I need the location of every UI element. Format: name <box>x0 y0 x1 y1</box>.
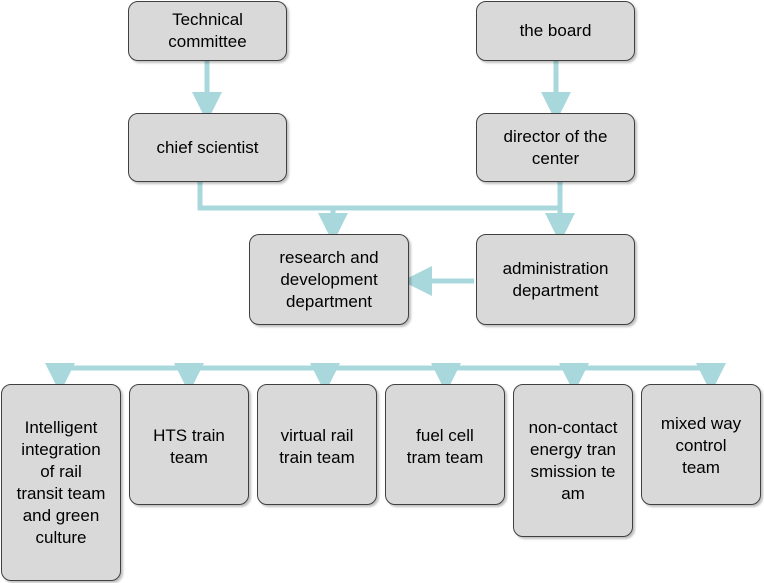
rd-department-box: research and development department <box>249 234 409 325</box>
team-box-mixed-way: mixed way control team <box>641 384 761 505</box>
rd-department-label: research and development department <box>279 247 379 311</box>
director-label: director of the center <box>503 126 608 168</box>
admin-department-box: administration department <box>476 234 635 325</box>
team-label: Intelligent integration of rail transit … <box>16 417 106 547</box>
director-box: director of the center <box>476 113 635 182</box>
admin-department-label: administration department <box>502 258 609 300</box>
team-box-hts-train: HTS train team <box>129 384 249 505</box>
the-board-label: the board <box>519 21 592 40</box>
team-box-fuel-cell: fuel cell tram team <box>385 384 505 505</box>
team-label: fuel cell tram team <box>406 426 484 467</box>
technical-committee-box: Technical committee <box>128 1 287 61</box>
chief-scientist-box: chief scientist <box>128 113 287 182</box>
team-box-energy-transmission: non-contact energy transmission team <box>513 384 633 537</box>
team-box-virtual-rail: virtual rail train team <box>257 384 377 505</box>
chief-scientist-label: chief scientist <box>156 137 259 157</box>
team-label: virtual rail train team <box>279 426 355 467</box>
team-box-rail-transit: Intelligent integration of rail transit … <box>1 384 121 581</box>
the-board-box: the board <box>476 1 635 61</box>
team-label: HTS train team <box>153 426 225 467</box>
technical-committee-label: Technical committee <box>168 10 247 51</box>
connector-scientist-to-bar <box>197 182 560 211</box>
team-label: mixed way control team <box>660 414 742 477</box>
team-label: non-contact energy transmission team <box>528 417 618 503</box>
